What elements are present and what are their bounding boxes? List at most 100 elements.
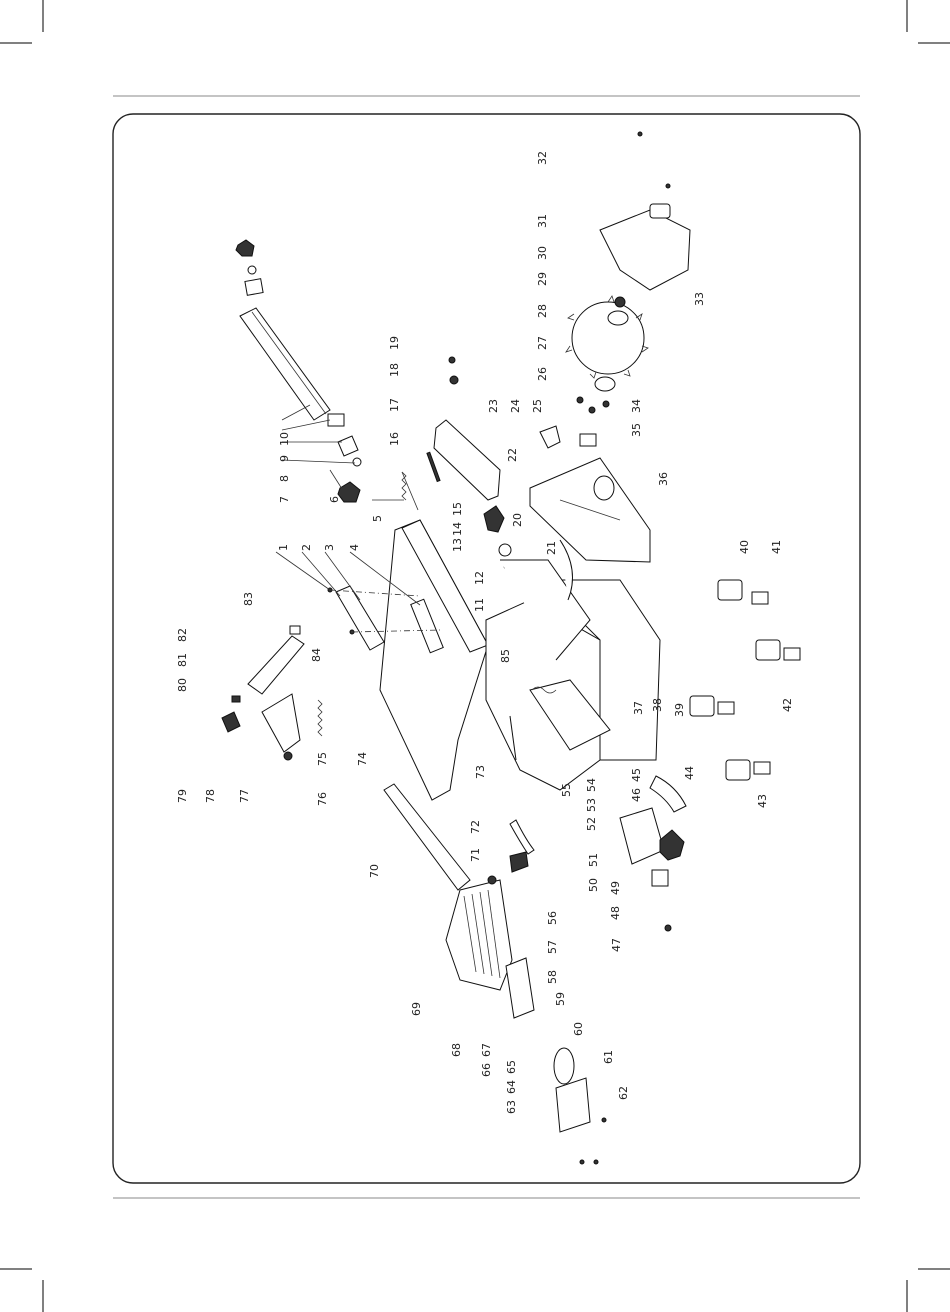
label-4: 4: [348, 544, 361, 551]
label-28: 28: [536, 304, 549, 318]
motor: [446, 880, 512, 990]
label-22: 22: [506, 448, 519, 462]
label-39: 39: [673, 703, 686, 717]
label-12: 12: [473, 571, 486, 585]
label-80: 80: [176, 678, 189, 692]
label-26: 26: [536, 367, 549, 381]
label-27: 27: [536, 336, 549, 350]
label-62: 62: [617, 1086, 630, 1100]
label-78: 78: [204, 789, 217, 803]
label-82: 82: [176, 628, 189, 642]
fence-knob: [236, 240, 254, 256]
label-14: 14: [451, 522, 464, 536]
label-83: 83: [242, 592, 255, 606]
label-34: 34: [630, 399, 643, 413]
label-72: 72: [469, 820, 482, 834]
label-77: 77: [238, 789, 251, 803]
label-23: 23: [487, 399, 500, 413]
label-31: 31: [536, 214, 549, 228]
label-24: 24: [509, 399, 522, 413]
label-53: 53: [585, 798, 598, 812]
label-61: 61: [602, 1050, 615, 1064]
label-66: 66: [480, 1063, 493, 1077]
label-11: 11: [473, 598, 486, 612]
label-47: 47: [610, 938, 623, 952]
power-cord: [510, 820, 534, 854]
label-45: 45: [630, 768, 643, 782]
label-33: 33: [693, 292, 706, 306]
label-32: 32: [536, 151, 549, 165]
label-44: 44: [683, 766, 696, 780]
label-43: 43: [756, 794, 769, 808]
label-13: 13: [451, 538, 464, 552]
label-51: 51: [587, 853, 600, 867]
label-19: 19: [388, 336, 401, 350]
label-59: 59: [554, 992, 567, 1006]
label-36: 36: [657, 472, 670, 486]
terminal-box: [506, 958, 534, 1018]
handwheel: [660, 830, 684, 860]
label-58: 58: [546, 970, 559, 984]
push-stick: [384, 784, 470, 890]
label-84: 84: [310, 648, 323, 662]
label-46: 46: [630, 788, 643, 802]
label-63: 63: [505, 1100, 518, 1114]
label-37: 37: [632, 701, 645, 715]
label-69: 69: [410, 1002, 423, 1016]
label-9: 9: [278, 455, 291, 462]
blade-guard: [434, 420, 500, 500]
label-8: 8: [278, 475, 291, 482]
label-74: 74: [356, 752, 369, 766]
label-40: 40: [738, 540, 751, 554]
label-30: 30: [536, 246, 549, 260]
throat-plate: [336, 586, 384, 650]
switch-39: [690, 696, 714, 716]
label-68: 68: [450, 1043, 463, 1057]
parts-drawing: [222, 132, 800, 1164]
label-76: 76: [316, 792, 329, 806]
label-60: 60: [572, 1022, 585, 1036]
label-41: 41: [770, 540, 783, 554]
label-38: 38: [651, 698, 664, 712]
label-7: 7: [278, 496, 291, 503]
label-42: 42: [781, 698, 794, 712]
switch-42: [756, 640, 780, 660]
lock-knob: [338, 482, 360, 502]
blade-cover: [600, 210, 690, 290]
saw-blade: [572, 302, 644, 374]
label-79: 79: [176, 789, 189, 803]
cover-plate: [556, 1078, 590, 1132]
label-65: 65: [505, 1060, 518, 1074]
label-16: 16: [388, 432, 401, 446]
label-6: 6: [328, 496, 341, 503]
label-64: 64: [505, 1080, 518, 1094]
label-52: 52: [585, 817, 598, 831]
label-29: 29: [536, 272, 549, 286]
crank-housing: [620, 808, 664, 864]
label-3: 3: [323, 544, 336, 551]
label-50: 50: [587, 878, 600, 892]
wing-nut: [484, 506, 504, 532]
switch-43: [726, 760, 750, 780]
label-67: 67: [480, 1043, 493, 1057]
label-18: 18: [388, 363, 401, 377]
switch-40: [718, 580, 742, 600]
label-25: 25: [531, 399, 544, 413]
label-56: 56: [546, 911, 559, 925]
label-5: 5: [371, 515, 384, 522]
label-81: 81: [176, 653, 189, 667]
label-20: 20: [511, 513, 524, 527]
label-48: 48: [609, 906, 622, 920]
label-54: 54: [585, 778, 598, 792]
mitre-fence: [248, 636, 304, 694]
label-2: 2: [300, 544, 313, 551]
capacitor: [554, 1048, 574, 1084]
label-75: 75: [316, 752, 329, 766]
label-35: 35: [630, 423, 643, 437]
label-71: 71: [469, 848, 482, 862]
label-17: 17: [388, 398, 401, 412]
label-21: 21: [545, 541, 558, 555]
label-15: 15: [451, 502, 464, 516]
label-10: 10: [278, 432, 291, 446]
